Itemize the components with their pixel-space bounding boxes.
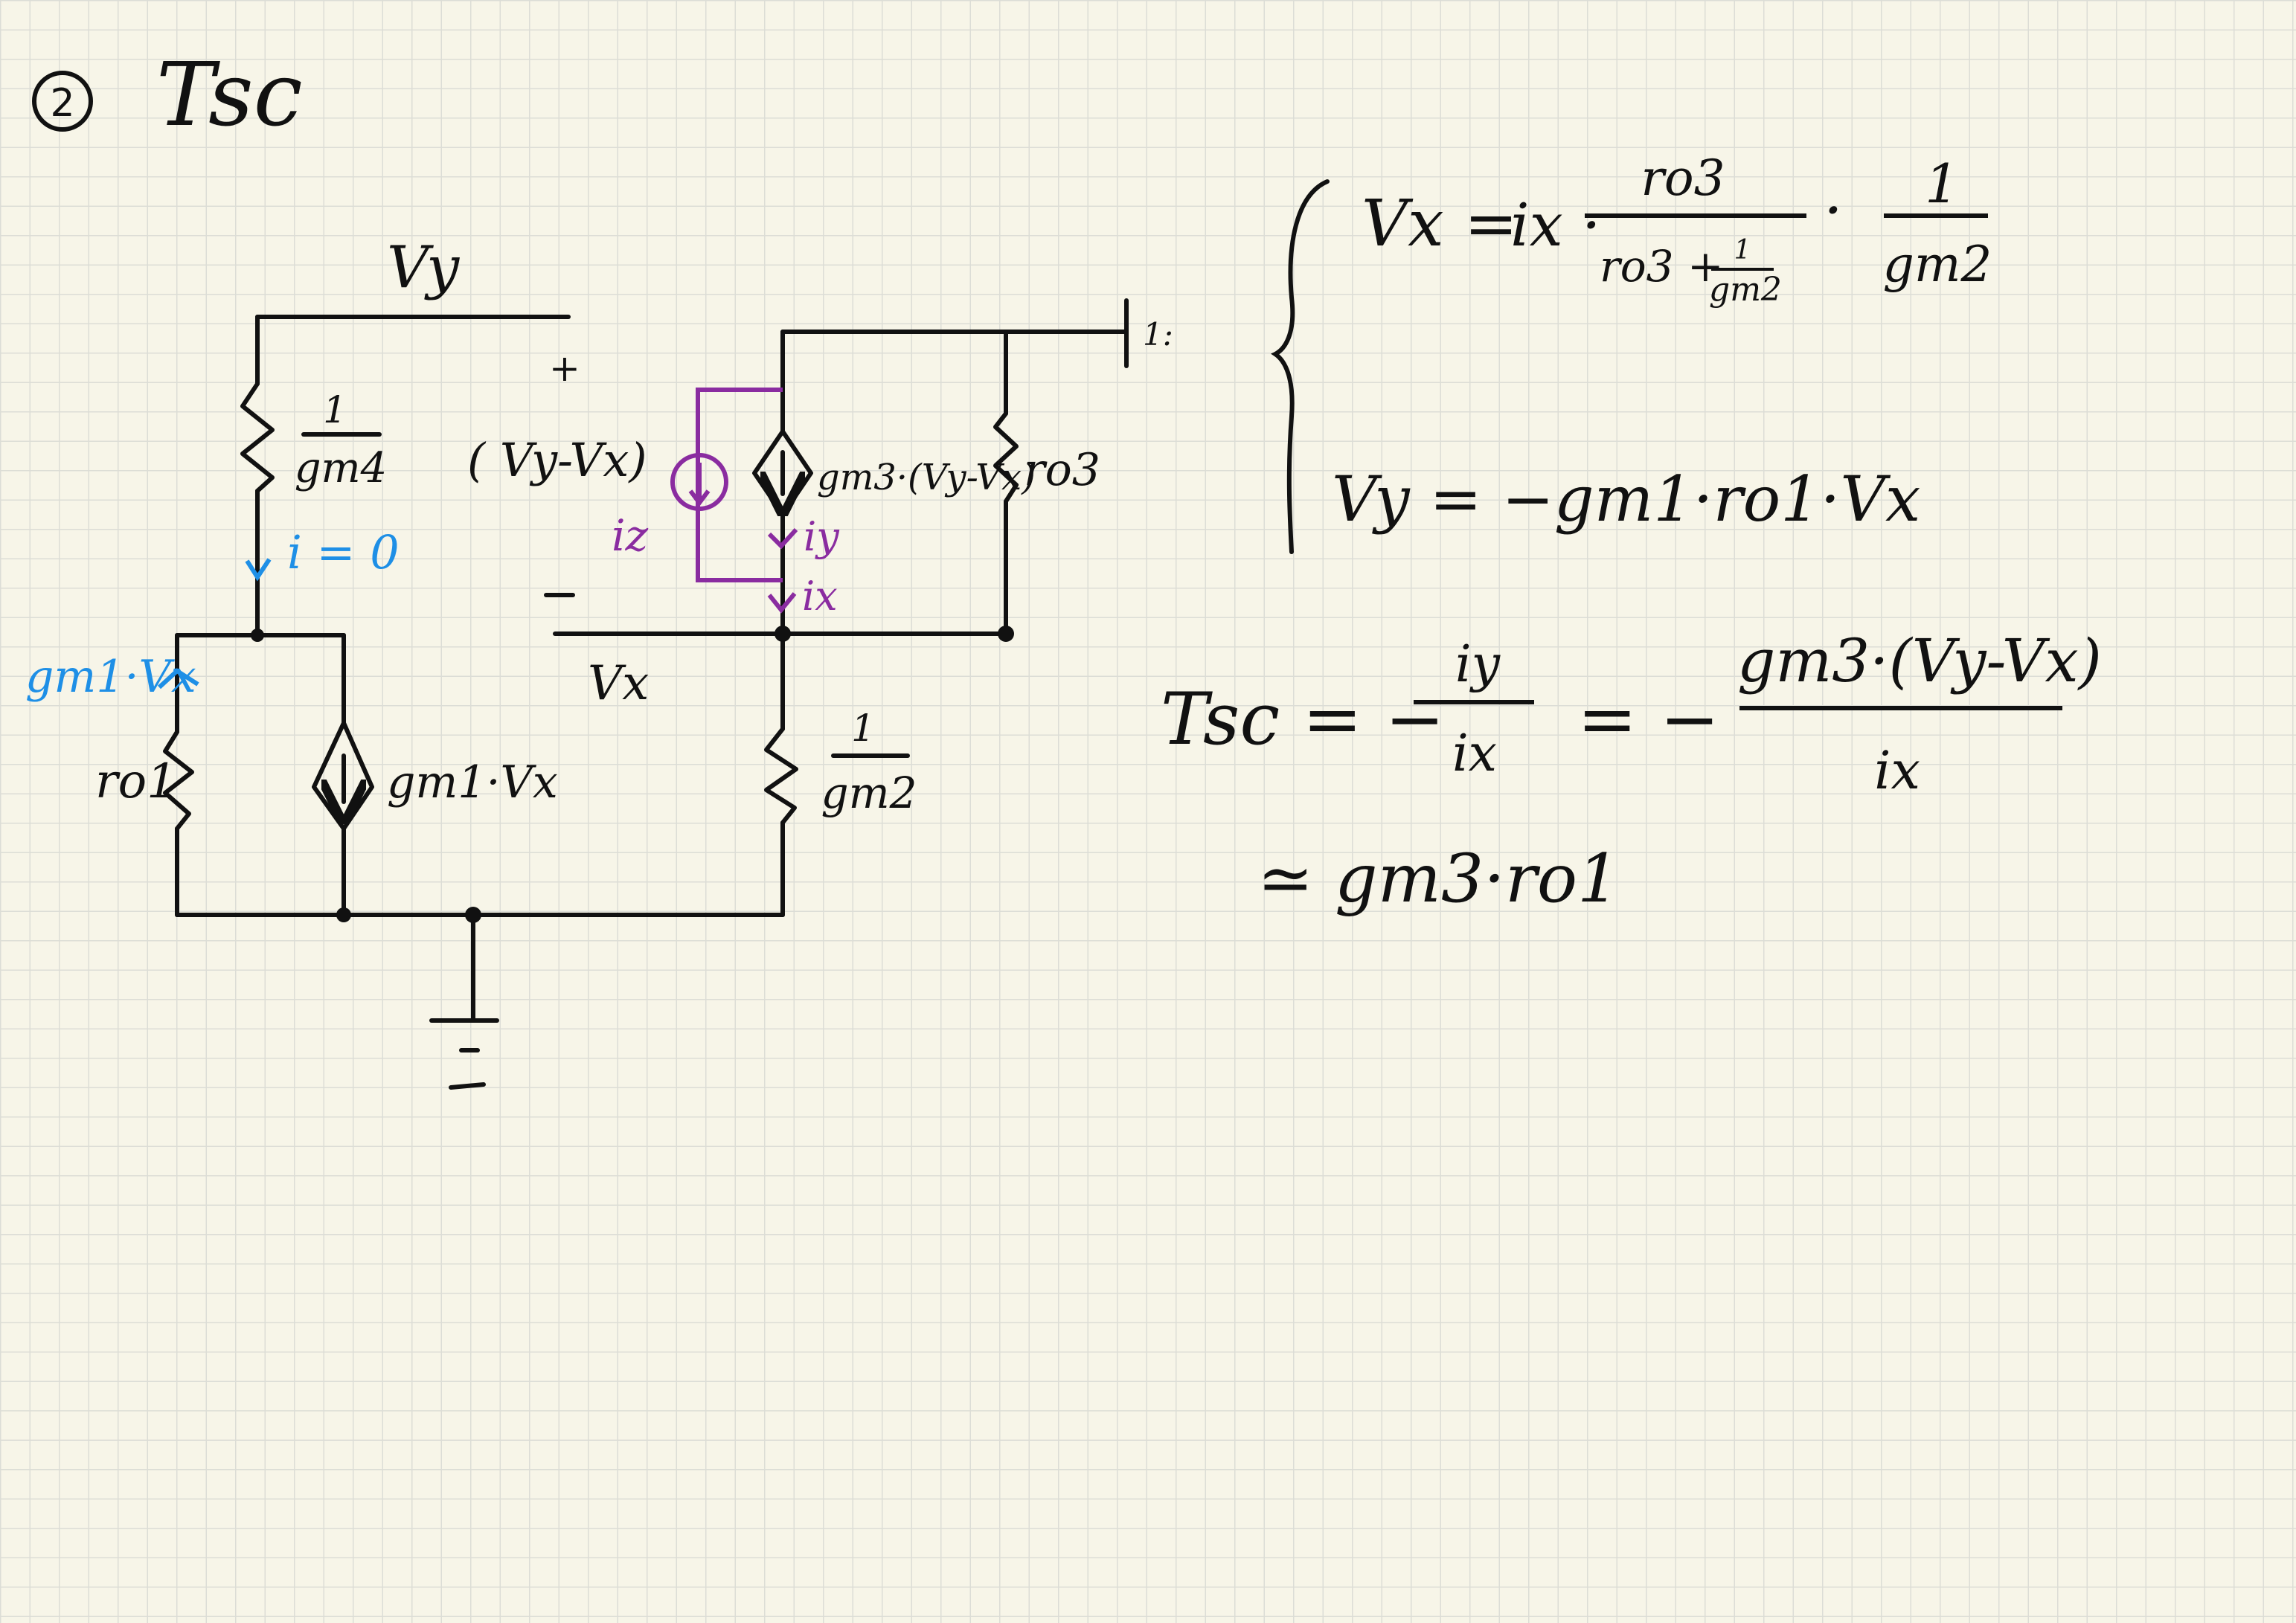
vx-dot: · bbox=[1824, 176, 1842, 245]
vx-frac-num: ro3 bbox=[1641, 150, 1725, 207]
tsc-frac2-den: ix bbox=[1874, 740, 1920, 801]
probe-label: 1: bbox=[1143, 316, 1173, 353]
vx-label: Vx bbox=[588, 656, 649, 711]
junction-dots bbox=[251, 626, 1014, 923]
ix-label: ix bbox=[802, 573, 838, 620]
plus-sign: + bbox=[549, 347, 580, 390]
resistor-ro3 bbox=[993, 411, 1019, 504]
tsc-frac-num: iy bbox=[1455, 635, 1501, 694]
i-zero-arrow bbox=[245, 558, 272, 582]
system-brace bbox=[1271, 179, 1330, 554]
iz-label: iz bbox=[612, 510, 649, 561]
junction-dot bbox=[336, 907, 351, 922]
vx-frac-den-a: ro3 + bbox=[1600, 241, 1724, 292]
junction-dot bbox=[998, 626, 1014, 642]
tsc-frac-den: ix bbox=[1452, 724, 1497, 783]
gm3-source-label: gm3·(Vy-Vx) bbox=[817, 457, 1036, 498]
gm2-den: gm2 bbox=[821, 768, 917, 818]
iz-loop-wire bbox=[696, 388, 783, 582]
ro1-label: ro1 bbox=[95, 754, 177, 809]
gm1vx-source-label: gm1·Vx bbox=[387, 756, 558, 809]
heading: 2 Tsc bbox=[32, 43, 303, 146]
vx-frac2-num: 1 bbox=[1925, 152, 1959, 215]
tsc-frac2-num: gm3·(Vy-Vx) bbox=[1737, 626, 2102, 695]
gm2-num: 1 bbox=[851, 707, 875, 750]
heading-title: Tsc bbox=[156, 43, 303, 146]
iz-arrow-head bbox=[688, 489, 711, 507]
circuit-labels: Vy + 1 gm4 ( Vy-Vx) Vx ro1 gm1·Vx gm3·(V… bbox=[25, 234, 1173, 818]
vx-frac-den-one: 1 bbox=[1734, 235, 1751, 266]
ix-arrow bbox=[767, 592, 797, 614]
test-source-iz bbox=[670, 388, 798, 614]
iy-label: iy bbox=[804, 513, 840, 560]
blue-annotations bbox=[157, 558, 272, 690]
approx-result: ≃ gm3·ro1 bbox=[1257, 840, 1620, 918]
ground-tick-2 bbox=[449, 1082, 486, 1090]
ro3-label: ro3 bbox=[1024, 444, 1100, 496]
iz-source-circle bbox=[670, 453, 728, 511]
resistor-gm4 bbox=[240, 382, 275, 493]
resistor-ro1 bbox=[163, 730, 194, 831]
vx-frac2-den: gm2 bbox=[1883, 236, 1992, 293]
junction-dot bbox=[775, 626, 791, 642]
resistor-gm2 bbox=[764, 727, 798, 825]
vy-minus-vx-label: ( Vy-Vx) bbox=[467, 433, 647, 487]
vx-eq-lhs: Vx = bbox=[1362, 187, 1518, 261]
gm4-den: gm4 bbox=[295, 444, 388, 492]
vy-label: Vy bbox=[387, 234, 460, 301]
junction-dot bbox=[465, 907, 481, 923]
junction-dot bbox=[251, 629, 264, 642]
gm1vx-arrow bbox=[157, 668, 199, 690]
gm1vx-blue-label: gm1·Vx bbox=[25, 651, 196, 703]
gm4-num: 1 bbox=[323, 388, 347, 431]
vx-frac-den-gm: gm2 bbox=[1709, 271, 1782, 309]
i-zero-label: i = 0 bbox=[287, 525, 400, 579]
vy-equation: Vy = −gm1·ro1·Vx bbox=[1332, 463, 1920, 536]
iy-arrow bbox=[767, 527, 798, 550]
tsc-mid: = − bbox=[1577, 678, 1719, 761]
heading-number-circle bbox=[32, 71, 93, 132]
heading-number: 2 bbox=[50, 81, 74, 126]
equations: Vx = ix · ro3 ro3 + 1 gm2 · 1 gm2 Vy = −… bbox=[1161, 150, 2102, 918]
vx-eq-ix: ix · bbox=[1510, 190, 1601, 260]
tsc-lhs: Tsc = − bbox=[1161, 678, 1445, 761]
